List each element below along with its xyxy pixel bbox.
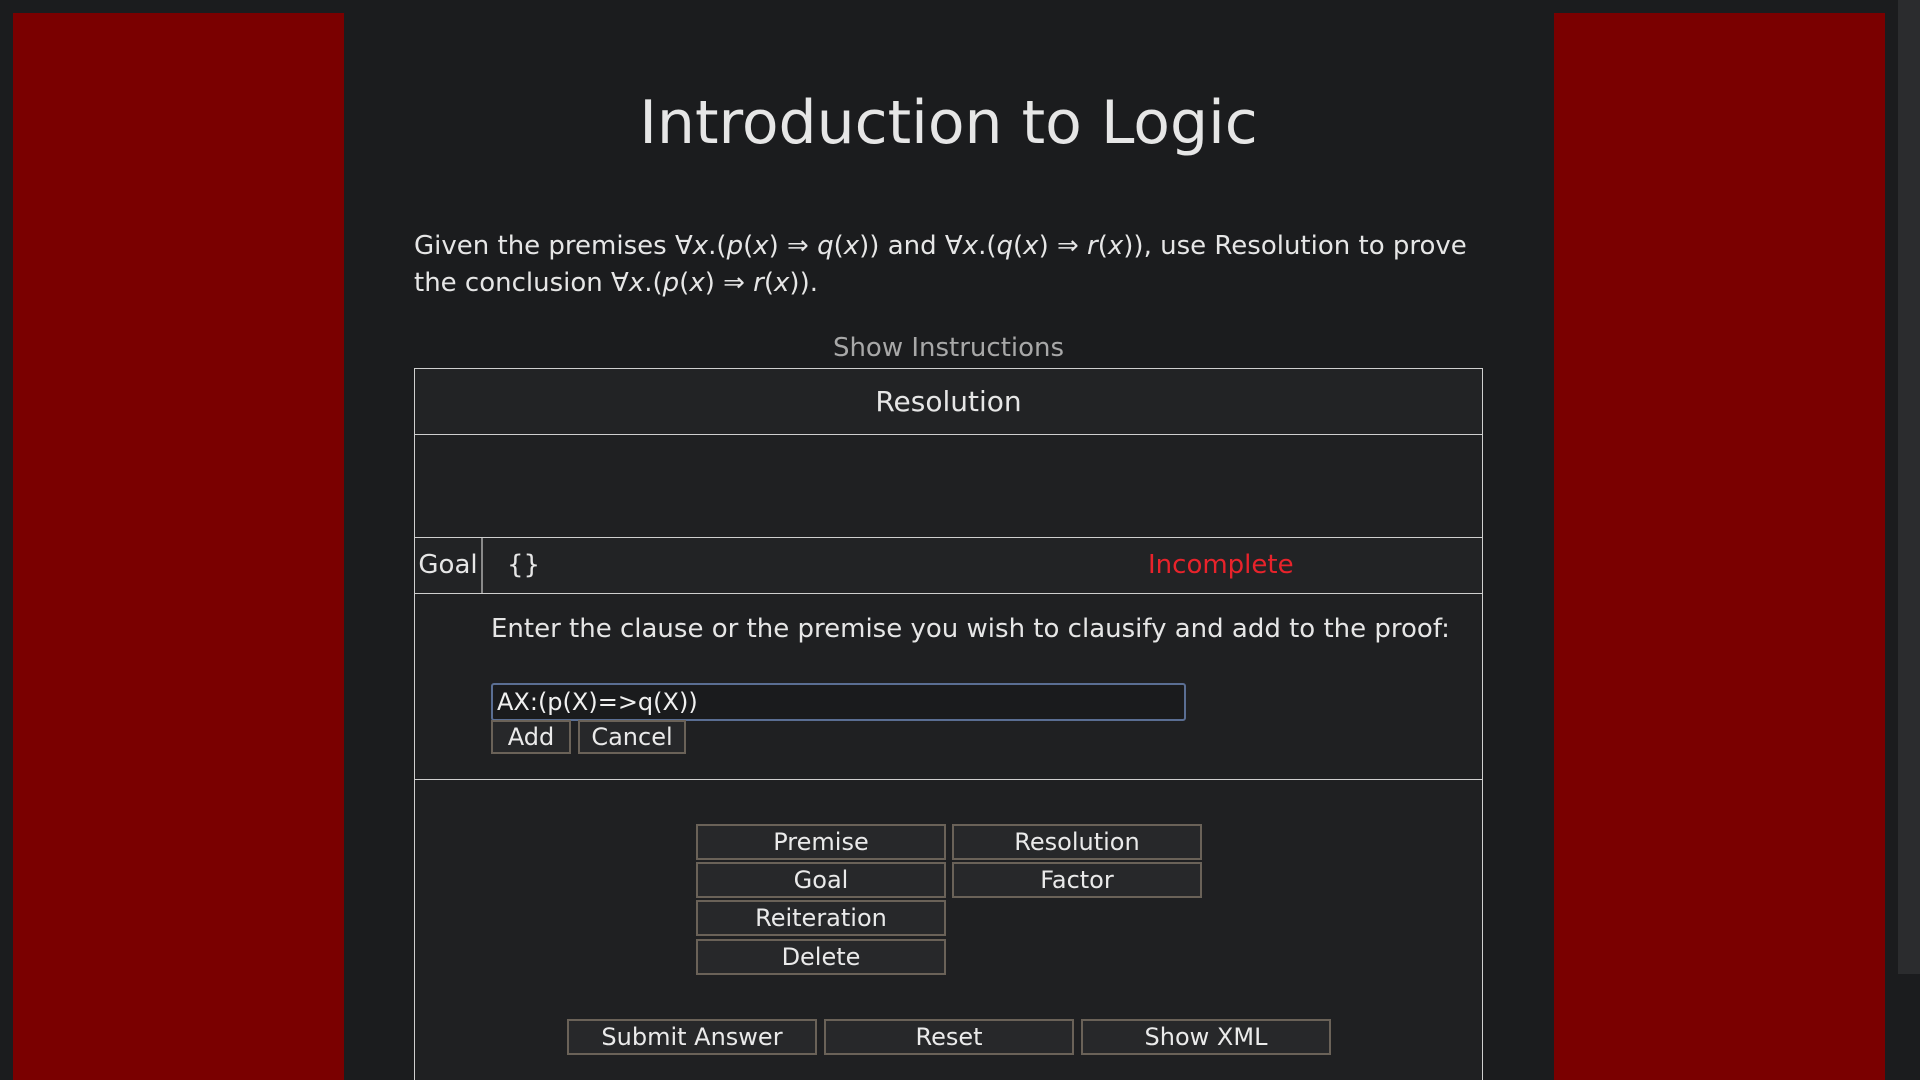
right-side-band (1554, 13, 1885, 1080)
problem-text: .( (644, 268, 663, 298)
goal-clause: {} (507, 550, 541, 580)
problem-text: )) and ∀ (859, 231, 963, 261)
problem-text: ) ⇒ (1038, 231, 1088, 261)
problem-text: ( (743, 231, 754, 261)
var-x: x (689, 268, 705, 298)
clause-entry-prompt: Enter the clause or the premise you wish… (491, 614, 1450, 644)
delete-button[interactable]: Delete (696, 939, 946, 975)
var-x: x (753, 231, 769, 261)
reiteration-button[interactable]: Reiteration (696, 900, 946, 936)
problem-text: ( (679, 268, 690, 298)
pred-p: p (662, 268, 680, 298)
pred-r: r (753, 268, 764, 298)
var-x: x (692, 231, 709, 261)
goal-label: Goal (415, 538, 483, 593)
resolution-button[interactable]: Resolution (952, 824, 1202, 860)
goal-row: Goal {} Incomplete (415, 538, 1482, 594)
pred-q: q (817, 231, 834, 261)
problem-text: ) ⇒ (704, 268, 754, 298)
proof-status-badge: Incomplete (1148, 550, 1294, 580)
problem-text: )), use Resolution to prove the conclusi… (414, 231, 1467, 298)
var-x: x (962, 231, 979, 261)
cancel-button[interactable]: Cancel (578, 720, 686, 754)
problem-text: ( (833, 231, 844, 261)
pred-r: r (1087, 231, 1098, 261)
proof-lines-area (415, 435, 1482, 538)
problem-statement: Given the premises ∀x.(p(x) ⇒ q(x)) and … (414, 228, 1483, 302)
page-scrollbar[interactable] (1898, 0, 1920, 1080)
page-title: Introduction to Logic (639, 88, 1258, 158)
problem-text: ) ⇒ (768, 231, 818, 261)
problem-text: ( (1013, 231, 1024, 261)
clause-input[interactable] (491, 683, 1186, 721)
clause-entry-panel: Enter the clause or the premise you wish… (415, 594, 1482, 780)
problem-text: )). (789, 268, 818, 298)
proof-editor: Resolution Goal {} Incomplete Enter the … (414, 368, 1483, 1080)
rules-panel: Premise Goal Reiteration Delete Resoluti… (415, 780, 1482, 1080)
show-xml-button[interactable]: Show XML (1081, 1019, 1331, 1055)
scrollbar-thumb[interactable] (1898, 0, 1920, 974)
proof-header: Resolution (415, 369, 1482, 435)
left-side-band (13, 13, 344, 1080)
problem-text: .( (708, 231, 727, 261)
var-x: x (843, 231, 860, 261)
problem-text: ( (1097, 231, 1108, 261)
var-x: x (628, 268, 645, 298)
factor-button[interactable]: Factor (952, 862, 1202, 898)
submit-answer-button[interactable]: Submit Answer (567, 1019, 817, 1055)
pred-p: p (726, 231, 744, 261)
var-x: x (1023, 231, 1039, 261)
add-button[interactable]: Add (491, 720, 571, 754)
var-x: x (774, 268, 790, 298)
premise-button[interactable]: Premise (696, 824, 946, 860)
pred-q: q (996, 231, 1014, 261)
var-x: x (1107, 231, 1124, 261)
problem-text: .( (978, 231, 997, 261)
problem-text: ( (763, 268, 775, 298)
problem-text: Given the premises ∀ (414, 231, 693, 261)
show-instructions-link[interactable]: Show Instructions (832, 333, 1065, 363)
reset-button[interactable]: Reset (824, 1019, 1074, 1055)
goal-button[interactable]: Goal (696, 862, 946, 898)
